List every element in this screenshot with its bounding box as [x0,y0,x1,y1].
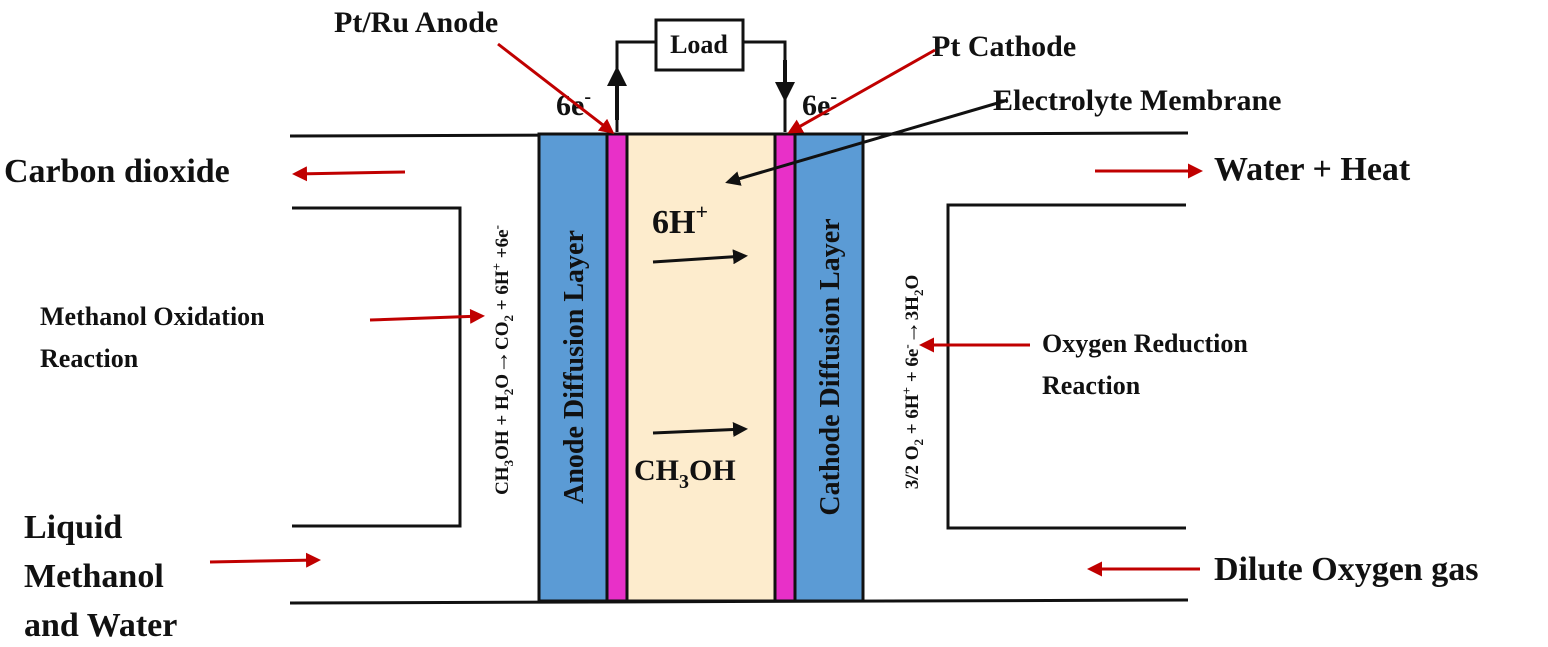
cathode-reaction-equation: 3/2 O2 + 6H+ + 6e-→3H2O [898,275,926,490]
circuit-wire-right [743,40,787,132]
cathode-diffusion-layer [793,132,865,603]
anode-pointer-arrow [497,42,615,134]
electrolyte-membrane [625,132,777,603]
proton-label: 6H+ [652,199,708,241]
cathode-label: Pt Cathode [932,30,1076,63]
carbon-dioxide-arrow [292,166,406,182]
anode-reaction-equation: CH3OH + H2O→CO2 + 6H+ +6e- [488,225,516,495]
liquid-methanol-arrow [209,552,321,568]
methanol-crossover-arrow [652,422,748,438]
liquid-methanol-label-line2: Methanol [24,558,164,595]
oxygen-reduction-label-line1: Oxygen Reduction [1042,329,1248,358]
anode-catalyst-layer [605,132,629,603]
methanol-oxidation-label-line2: Reaction [40,344,139,373]
membrane-label: Electrolyte Membrane [993,84,1282,117]
proton-flow-arrow [652,249,748,265]
liquid-methanol-label-line1: Liquid [24,509,122,546]
water-heat-label: Water + Heat [1214,151,1411,188]
methanol-crossover-label: CH3OH [634,454,736,493]
carbon-dioxide-label: Carbon dioxide [4,153,230,190]
cathode-flow-block [946,203,1186,530]
cell-stack [537,132,865,603]
methanol-oxidation-label-line1: Methanol Oxidation [40,302,265,331]
cathode-pointer-arrow [787,48,936,134]
load-box [654,18,745,72]
load-label: Load [670,30,728,59]
cathode-catalyst-layer [773,132,797,603]
dilute-oxygen-label: Dilute Oxygen gas [1214,551,1478,588]
liquid-methanol-label-line3: and Water [24,607,177,644]
oxygen-reduction-label-line2: Reaction [1042,371,1141,400]
external-circuit: Load 6e- 6e- [556,18,837,132]
membrane-pointer-arrow [725,98,1009,186]
cathode-diffusion-label: Cathode Diffusion Layer [815,218,846,515]
anode-diffusion-layer [537,132,609,603]
electrons-left-label: 6e- [556,86,591,122]
circuit-wire-left [615,40,656,132]
anode-label: Pt/Ru Anode [334,6,498,39]
anode-diffusion-label: Anode Diffusion Layer [559,230,590,504]
methanol-oxidation-arrow [369,308,485,324]
anode-flow-block [292,206,462,528]
